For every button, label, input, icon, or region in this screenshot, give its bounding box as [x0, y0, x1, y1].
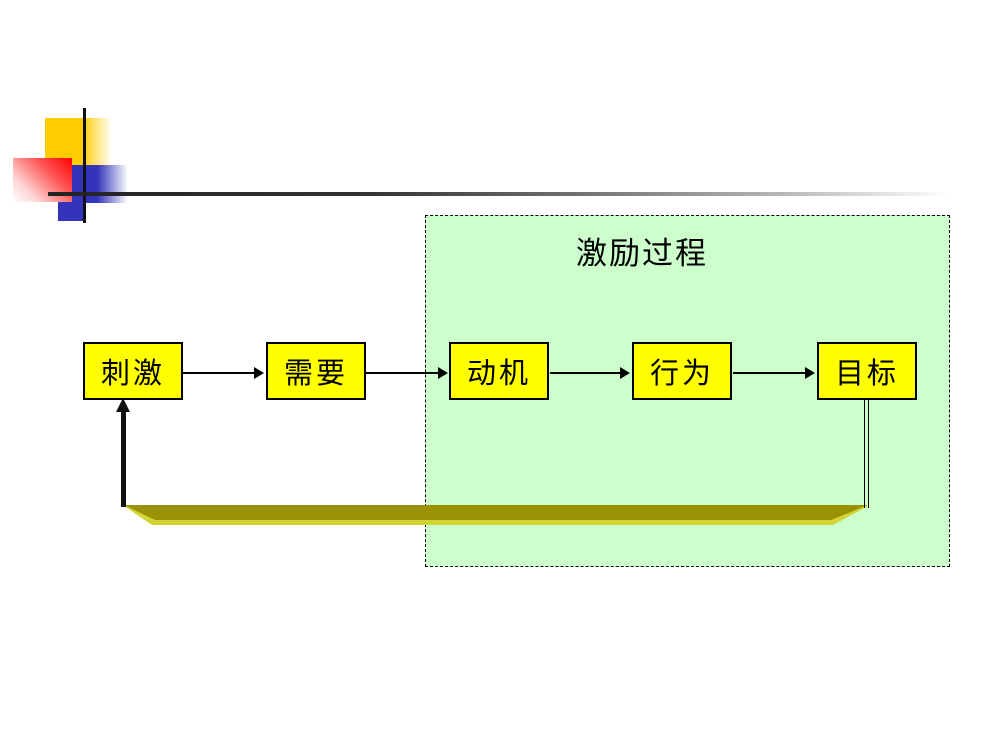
node-need: 需要	[266, 342, 366, 400]
arrow-shaft	[550, 372, 621, 374]
feedback-arrow-head-icon	[116, 398, 130, 412]
arrow-head-icon	[438, 367, 448, 379]
arrow-shaft	[183, 372, 255, 374]
feedback-arrow-shaft	[121, 411, 126, 507]
arrow-head-icon	[254, 367, 264, 379]
arrow-need-to-motive	[366, 367, 448, 379]
logo-vertical-line	[83, 108, 86, 223]
arrow-shaft	[366, 372, 439, 374]
header-divider-line	[48, 192, 960, 196]
arrow-shaft	[733, 372, 806, 374]
node-behavior-label: 行为	[649, 358, 714, 390]
node-motive: 动机	[449, 342, 549, 400]
logo-blue-square	[72, 165, 128, 203]
logo-blue-square-small	[58, 202, 84, 221]
node-goal: 目标	[817, 342, 917, 400]
goal-to-band-connector	[864, 400, 869, 508]
node-motive-label: 动机	[466, 358, 531, 390]
node-stimulus-label: 刺激	[100, 358, 165, 390]
node-goal-label: 目标	[834, 358, 899, 390]
node-stimulus: 刺激	[83, 342, 183, 400]
node-need-label: 需要	[283, 358, 348, 390]
arrow-motive-to-behavior	[550, 367, 630, 379]
arrow-stimulus-to-need	[183, 367, 264, 379]
arrow-head-icon	[805, 367, 815, 379]
process-group-title: 激励过程	[576, 236, 708, 271]
arrow-head-icon	[620, 367, 630, 379]
arrow-behavior-to-goal	[733, 367, 815, 379]
node-behavior: 行为	[632, 342, 732, 400]
